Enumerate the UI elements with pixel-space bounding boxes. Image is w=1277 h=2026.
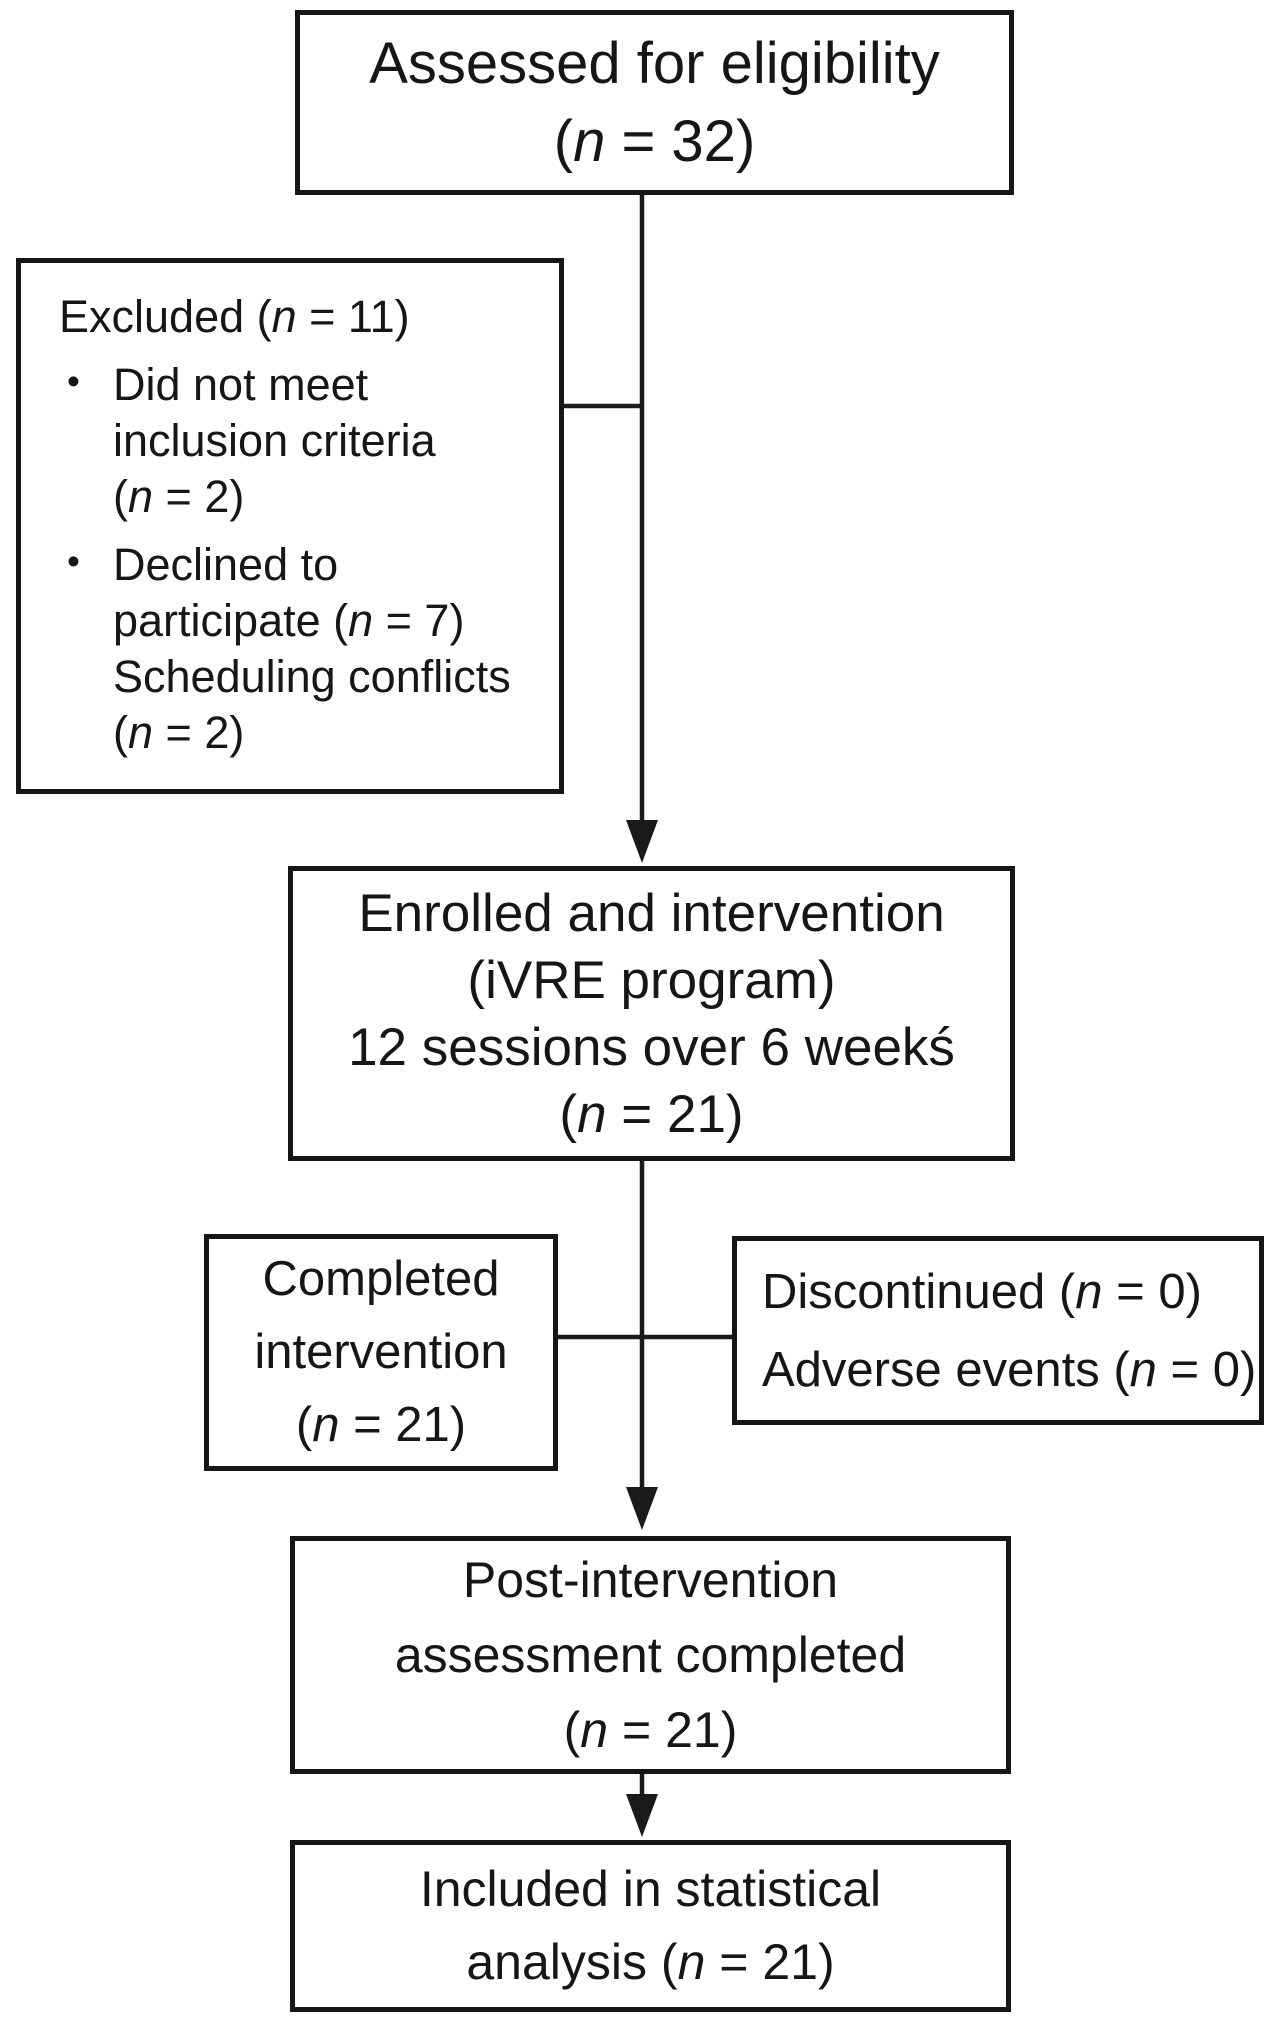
text-segment: 12 sessions over 6 weekś [348,1017,955,1077]
text-segment: ( [553,108,574,174]
box-post-intervention-assessment: Post-intervention assessment completed (n … [290,1536,1011,1774]
italic-n: n [271,291,297,342]
box-enrolled-intervention: Enrolled and intervention (iVRE program) 1… [288,866,1015,1161]
text-line: (n = 21) [559,1081,743,1148]
italic-n: n [1075,1264,1103,1319]
italic-n: n [1129,1342,1157,1397]
text-segment: ( [563,1701,581,1758]
text-line: (n = 21) [564,1693,738,1768]
text-line: Post-intervention [463,1543,838,1618]
text-segment: Included in statistical [419,1861,882,1917]
italic-n: n [128,471,154,522]
text-line: Completed [263,1243,500,1316]
text-line: (iVRE program) [467,947,835,1014]
text-line: • Did not meet [21,357,559,413]
text-segment: Discontinued ( [762,1264,1076,1319]
arrowhead-included [626,1794,658,1837]
text-segment: analysis ( [466,1934,678,1990]
text-line: (n = 2) [21,705,559,761]
text-segment: Did not meet [113,359,369,410]
italic-n: n [348,595,374,646]
text-line: analysis (n = 21) [466,1926,834,1999]
text-segment: = 21) [606,1084,744,1144]
text-line: Included in statistical [420,1853,881,1926]
text-segment: = 21) [705,1934,835,1990]
italic-n: n [580,1701,609,1758]
text-line: Discontinued (n = 0) [762,1253,1202,1331]
arrowhead-enrolled [626,820,658,863]
text-segment: (iVRE program) [467,950,836,1010]
text-segment: = 0) [1156,1342,1257,1397]
text-segment: ( [559,1084,578,1144]
text-segment: ( [113,707,128,758]
text-line: participate (n = 7) [21,593,559,649]
text-segment: ( [113,471,128,522]
text-line: assessment completed [395,1618,906,1693]
text-line: (n = 21) [296,1389,466,1462]
arrowhead-post [626,1487,658,1530]
text-segment: = 2) [153,471,245,522]
text-segment: = 7) [373,595,465,646]
text-segment: Scheduling conflicts [113,651,511,702]
italic-n: n [312,1398,340,1452]
text-segment: ( [295,1398,313,1452]
text-segment: assessment completed [394,1626,907,1683]
text-line: (n = 2) [21,469,559,525]
box-assessed-for-eligibility: Assessed for eligibility (n = 32) [295,10,1014,195]
text-segment: Assessed for eligibility [369,30,940,96]
bullet-marker: • [67,541,80,582]
italic-n: n [573,108,606,174]
text-line: Enrolled and intervention [358,880,944,947]
text-line: Scheduling conflicts [21,649,559,705]
italic-n: n [128,707,154,758]
text-segment: participate ( [113,595,349,646]
text-line: (n = 32) [554,103,756,181]
box-included-statistical-analysis: Included in statistical analysis (n = 21) [290,1840,1011,2012]
text-segment: Declined to [113,539,339,590]
italic-n: n [577,1084,607,1144]
text-line: Adverse events (n = 0) [762,1331,1256,1409]
text-segment: Enrolled and intervention [358,883,945,943]
text-segment: = 11) [296,291,410,342]
box-discontinued: Discontinued (n = 0)Adverse events (n = … [732,1236,1264,1425]
text-line: inclusion criteria [21,413,559,469]
text-segment: = 0) [1102,1264,1202,1319]
text-line: 12 sessions over 6 weekś [348,1014,955,1081]
text-segment: Post-intervention [462,1551,839,1608]
text-line: Assessed for eligibility [369,25,940,103]
text-line: intervention [254,1316,507,1389]
text-segment: intervention [254,1325,508,1379]
text-line: Excluded (n = 11) [21,289,559,345]
text-segment: = 21) [608,1701,738,1758]
text-segment: Excluded ( [59,291,272,342]
text-segment: = 21) [339,1398,467,1452]
text-segment: = 32) [605,108,756,174]
text-segment: Adverse events ( [762,1342,1130,1397]
text-segment: Completed [262,1252,500,1306]
text-segment: = 2) [153,707,245,758]
text-segment: inclusion criteria [113,415,436,466]
box-completed-intervention: Completed intervention (n = 21) [204,1234,558,1471]
italic-n: n [677,1934,706,1990]
bullet-marker: • [67,361,80,402]
text-line: • Declined to [21,537,559,593]
